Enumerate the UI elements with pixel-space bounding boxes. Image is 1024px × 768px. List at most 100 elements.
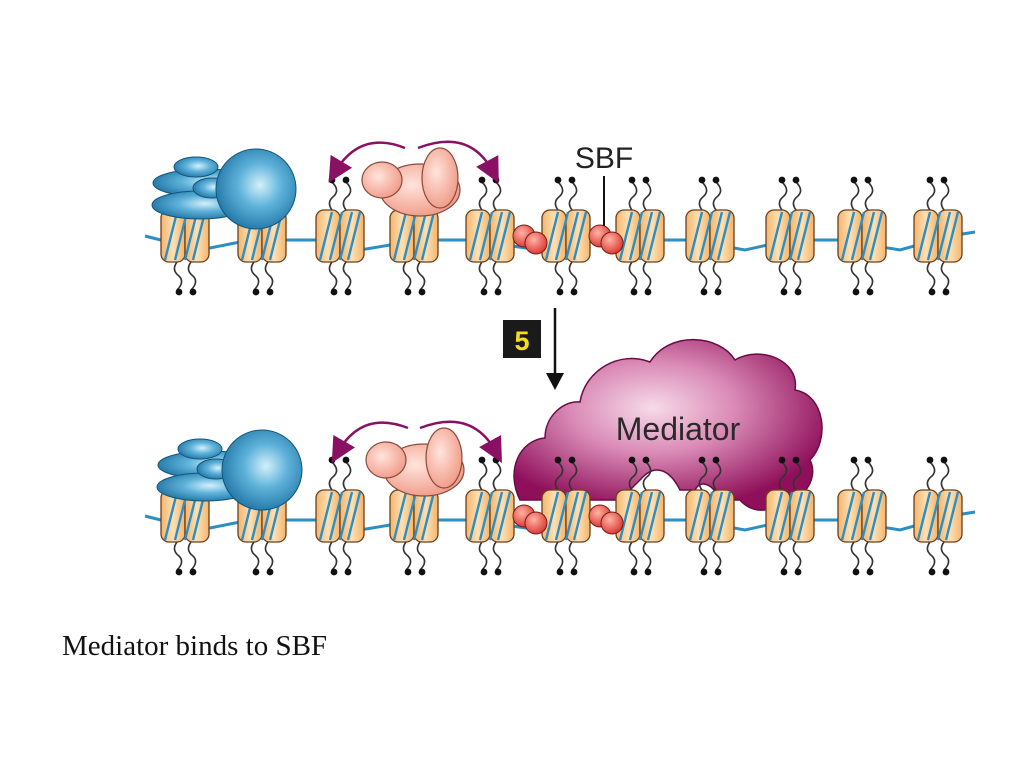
tail-mark <box>850 176 858 184</box>
dna-wrap <box>868 491 884 541</box>
dna-wrap <box>478 211 494 261</box>
histone-tail <box>328 261 338 291</box>
histone-tail <box>554 541 564 571</box>
dna-wrap <box>768 491 784 541</box>
histone-tail <box>712 261 722 291</box>
histone-tail <box>926 541 936 571</box>
tail-mark <box>568 176 576 184</box>
tail-mark <box>712 456 720 464</box>
tail-mark <box>714 288 722 296</box>
tail-mark <box>628 176 636 184</box>
down-arrow-head <box>546 373 564 390</box>
histone-tail <box>628 181 638 211</box>
dna-wrap <box>926 211 942 261</box>
histone-disc <box>789 489 815 543</box>
nucleosome <box>465 456 515 576</box>
histone-tail <box>926 461 936 491</box>
dna-wrap <box>572 211 588 261</box>
dna-wrap <box>638 491 654 541</box>
histone-tail <box>850 461 860 491</box>
histone-tail <box>478 261 488 291</box>
histone-tail <box>642 541 652 571</box>
sbf-binding-pair-1 <box>512 504 548 535</box>
histone-tail <box>792 541 802 571</box>
chromatin-row-after: Mediator <box>144 338 976 576</box>
nucleosome <box>615 456 665 576</box>
histone-disc <box>861 489 887 543</box>
histone-tail <box>712 461 722 491</box>
tail-mark <box>644 568 652 576</box>
dna-wrap <box>646 491 662 541</box>
histone-tail <box>850 181 860 211</box>
dna-wrap <box>173 211 189 261</box>
histone-disc <box>565 489 591 543</box>
histone-tail <box>864 261 874 291</box>
dna-wrap <box>564 491 580 541</box>
dna-wrap <box>936 211 952 261</box>
histone-disc <box>339 489 365 543</box>
dna-wrap <box>850 491 866 541</box>
dna-wrap <box>402 211 418 261</box>
tail-mark <box>928 568 936 576</box>
nucleosome <box>315 456 365 576</box>
nucleosome <box>837 456 887 576</box>
histone-tail <box>187 261 197 291</box>
nucleosome <box>913 456 963 576</box>
histone-tail <box>328 541 338 571</box>
dna-wrap <box>916 491 932 541</box>
tail-mark <box>642 176 650 184</box>
dna-wrap <box>944 491 960 541</box>
histone-disc <box>789 209 815 263</box>
histone-tail <box>940 261 950 291</box>
dna-wrap <box>638 211 654 261</box>
dna-wrap <box>468 211 484 261</box>
histone-disc <box>639 489 665 543</box>
tail-mark <box>328 176 336 184</box>
dna-wrap <box>708 211 724 261</box>
dna-wrap <box>698 491 714 541</box>
tail-mark <box>940 456 948 464</box>
nucleosome <box>685 176 735 296</box>
tail-mark <box>780 288 788 296</box>
tail-mark <box>852 568 860 576</box>
sbf-binding-pair-2 <box>588 224 624 255</box>
histone-tail <box>940 181 950 211</box>
histone-tail <box>492 461 502 491</box>
tail-mark <box>344 568 352 576</box>
dna-wrap <box>778 211 794 261</box>
histone-tail <box>568 261 578 291</box>
histone-tail <box>926 181 936 211</box>
histone-tail <box>940 461 950 491</box>
histone-tail <box>642 261 652 291</box>
histone-tail <box>698 461 708 491</box>
histone-tail <box>173 541 183 571</box>
histone-tail <box>478 541 488 571</box>
dna-wrap <box>628 211 644 261</box>
histone-tail <box>850 261 860 291</box>
dna-wrap <box>868 211 884 261</box>
dna-wrap <box>338 211 354 261</box>
tail-mark <box>556 288 564 296</box>
nucleosome <box>465 176 515 296</box>
histone-tail <box>568 461 578 491</box>
tail-mark <box>942 568 950 576</box>
histone-disc <box>413 209 439 263</box>
dna-wrap <box>572 491 588 541</box>
dna-wrap <box>716 491 732 541</box>
dna-wrap <box>860 491 876 541</box>
dna-wrap <box>840 491 856 541</box>
histone-tail <box>328 461 338 491</box>
dna-wrap <box>708 491 724 541</box>
dna-wrap <box>488 491 504 541</box>
tail-mark <box>926 176 934 184</box>
dna-wrap <box>544 211 560 261</box>
dna-wrap <box>346 491 362 541</box>
dna-wrap <box>788 211 804 261</box>
tail-mark <box>480 568 488 576</box>
histone-tail <box>478 181 488 211</box>
tail-mark <box>792 176 800 184</box>
histone-tail <box>940 541 950 571</box>
histone-tail <box>173 261 183 291</box>
dna-wrap <box>392 211 408 261</box>
dna-wrap <box>191 211 207 261</box>
